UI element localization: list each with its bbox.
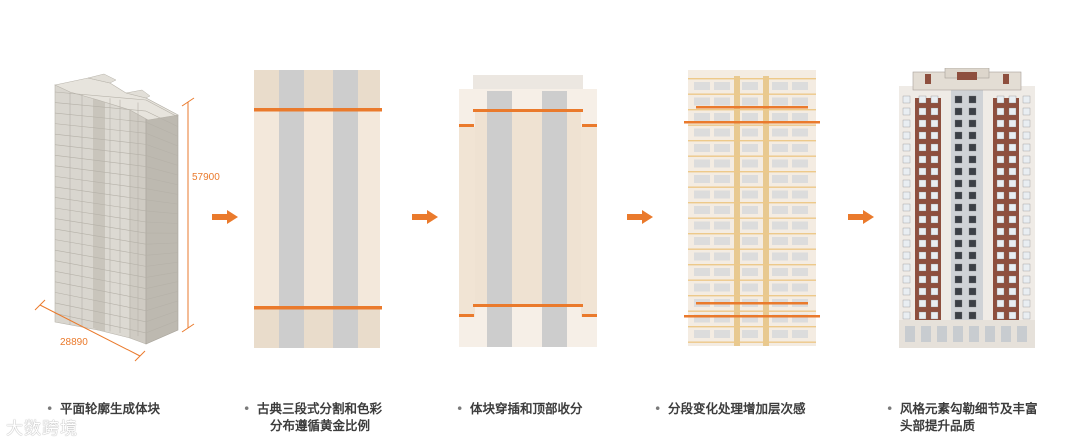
massing-block-figure xyxy=(30,60,230,365)
arrow-right-icon xyxy=(627,210,653,224)
segmented-facade-figure xyxy=(680,70,825,348)
caption-stage-3: • 体块穿插和顶部收分 xyxy=(470,400,583,417)
watermark-text: 大数跨境 xyxy=(6,419,78,439)
grey-band-right xyxy=(542,91,567,347)
bullet-icon: • xyxy=(654,400,661,417)
caption-line: 风格元素勾勒细节及丰富 xyxy=(900,400,1038,417)
pillar-right xyxy=(763,76,769,346)
caption-line: 体块穿插和顶部收分 xyxy=(470,400,583,417)
caption-stage-4: • 分段变化处理增加层次感 xyxy=(668,400,806,417)
caption-stage-2: • 古典三段式分割和色彩 分布遵循黄金比例 xyxy=(257,400,382,434)
base-division-line xyxy=(696,302,808,305)
volume-setback-figure xyxy=(455,75,600,350)
height-dimension-label: 57900 xyxy=(192,172,220,183)
caption-line: 头部提升品质 xyxy=(900,417,1038,434)
top-division-line xyxy=(254,108,382,112)
side-wing-left xyxy=(459,127,475,317)
width-dimension-label: 28890 xyxy=(60,337,88,348)
bullet-icon: • xyxy=(886,400,893,417)
bullet-icon: • xyxy=(243,400,250,417)
pillar-left xyxy=(734,76,740,346)
top-division-line xyxy=(473,109,583,112)
arrow-right-icon xyxy=(412,210,438,224)
base-division-line xyxy=(254,306,382,310)
caption-stage-5: • 风格元素勾勒细节及丰富 头部提升品质 xyxy=(900,400,1038,434)
caption-line: 分布遵循黄金比例 xyxy=(257,417,382,434)
height-dimension xyxy=(182,98,194,332)
side-wing-right xyxy=(581,127,597,317)
top-division-line xyxy=(696,106,808,109)
tripartite-proportion-figure xyxy=(250,70,385,350)
base-division-line xyxy=(473,304,583,307)
final-elevation-figure xyxy=(895,68,1040,350)
caption-line: 分段变化处理增加层次感 xyxy=(668,400,806,417)
watermark-logo: 大数跨境 xyxy=(6,414,78,439)
base-podium xyxy=(899,320,1035,348)
bullet-icon: • xyxy=(456,400,463,417)
caption-line: 古典三段式分割和色彩 xyxy=(257,400,382,417)
massing-front-face xyxy=(55,85,146,344)
arrow-right-icon xyxy=(848,210,874,224)
grey-band-left xyxy=(487,91,512,347)
crown-parapet xyxy=(913,68,1021,90)
arrow-right-icon xyxy=(212,210,238,224)
